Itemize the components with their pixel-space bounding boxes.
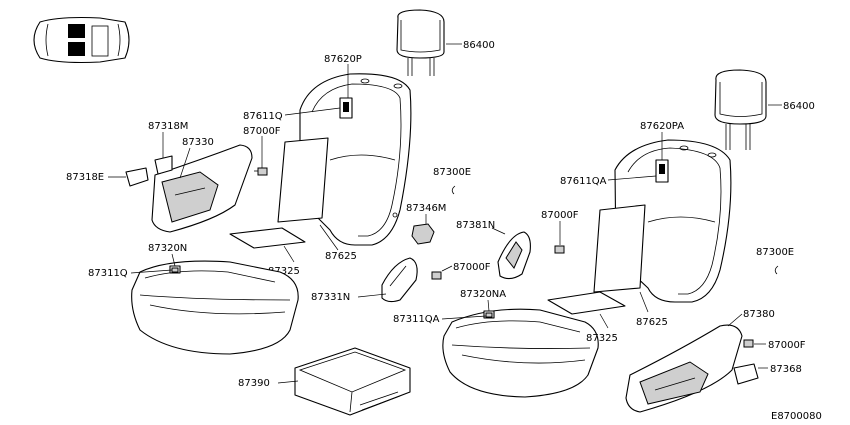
clip-87000F-right bbox=[743, 339, 754, 348]
clip-87000F-left bbox=[254, 167, 268, 176]
label-87300E-center: 87300E bbox=[433, 167, 471, 178]
label-87000F-right: 87000F bbox=[768, 340, 806, 351]
cover-87381N bbox=[497, 231, 531, 280]
label-87368: 87368 bbox=[770, 364, 802, 375]
label-87311QA: 87311QA bbox=[393, 314, 440, 325]
label-87381N: 87381N bbox=[456, 220, 495, 231]
label-87611Q: 87611Q bbox=[243, 111, 283, 122]
seat-pan-87390 bbox=[294, 347, 411, 416]
label-86400-left: 86400 bbox=[463, 40, 495, 51]
vehicle-topview-icon bbox=[33, 16, 130, 64]
sheet-87325-left bbox=[229, 227, 306, 249]
clip-87300E-right bbox=[774, 265, 779, 275]
label-87346M: 87346M bbox=[406, 203, 446, 214]
label-87311Q: 87311Q bbox=[88, 268, 128, 279]
side-cover-87330 bbox=[151, 144, 253, 233]
label-87625-right: 87625 bbox=[636, 317, 668, 328]
seat-cushion-left bbox=[131, 260, 299, 355]
label-87300E-right: 87300E bbox=[756, 247, 794, 258]
label-87320N: 87320N bbox=[148, 243, 187, 254]
label-87000F-left: 87000F bbox=[243, 126, 281, 137]
headrest-right bbox=[714, 69, 767, 150]
label-87625-left: 87625 bbox=[325, 251, 357, 262]
label-87390: 87390 bbox=[238, 378, 270, 389]
cover-87318E bbox=[125, 167, 149, 187]
label-87325-left: 87325 bbox=[268, 266, 300, 277]
cover-87331N bbox=[381, 257, 418, 303]
label-87330: 87330 bbox=[182, 137, 214, 148]
label-87380: 87380 bbox=[743, 309, 775, 320]
label-87620PA: 87620PA bbox=[640, 121, 684, 132]
diagram-code: E8700080 bbox=[771, 411, 822, 422]
clip-87300E-center bbox=[451, 185, 456, 195]
label-87325-right: 87325 bbox=[586, 333, 618, 344]
clip-87000F-low bbox=[431, 271, 442, 280]
headrest-left bbox=[396, 9, 445, 76]
label-87000F-center: 87000F bbox=[541, 210, 579, 221]
label-87611QA: 87611QA bbox=[560, 176, 607, 187]
label-87318M: 87318M bbox=[148, 121, 188, 132]
label-87620P: 87620P bbox=[324, 54, 362, 65]
seatback-left bbox=[299, 73, 412, 246]
label-87331N: 87331N bbox=[311, 292, 350, 303]
knob-87346M bbox=[411, 223, 435, 245]
label-86400-right: 86400 bbox=[783, 101, 815, 112]
label-87000F-low: 87000F bbox=[453, 262, 491, 273]
label-87318E: 87318E bbox=[66, 172, 104, 183]
pad-87625-left bbox=[277, 137, 329, 223]
seatback-right bbox=[614, 139, 732, 303]
cover-87318M bbox=[154, 155, 173, 175]
cover-87368 bbox=[733, 363, 759, 385]
label-87320NA: 87320NA bbox=[460, 289, 506, 300]
side-cover-87380 bbox=[625, 324, 743, 413]
pad-87625-right bbox=[593, 204, 646, 293]
seat-cushion-right bbox=[442, 308, 599, 398]
sheet-87325-right bbox=[547, 291, 626, 315]
clip-87000F-center bbox=[554, 245, 565, 254]
